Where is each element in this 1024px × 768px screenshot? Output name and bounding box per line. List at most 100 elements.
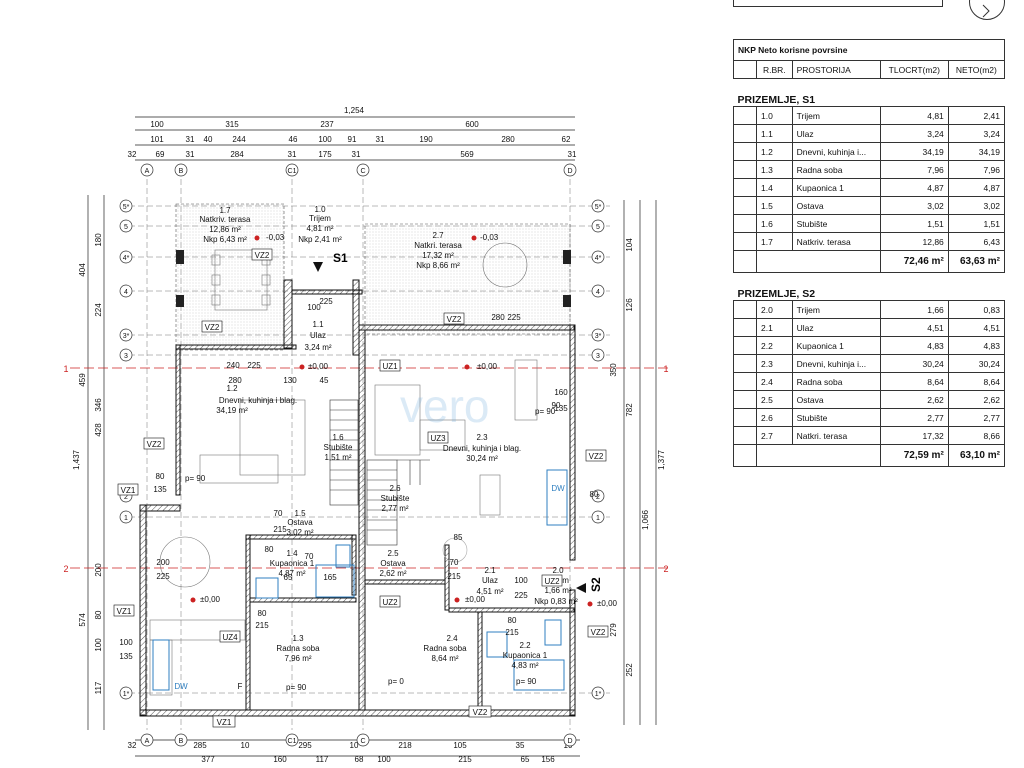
svg-text:B: B: [179, 168, 184, 175]
svg-text:1.3: 1.3: [292, 634, 304, 643]
svg-text:D: D: [567, 168, 572, 175]
total-tlocrt: 72,59 m²: [879, 444, 949, 467]
room-number: 1.3: [756, 160, 793, 179]
svg-text:68: 68: [355, 755, 364, 764]
svg-text:346: 346: [94, 398, 103, 412]
svg-text:C1: C1: [288, 738, 297, 745]
stairs: [329, 399, 430, 546]
svg-text:Nkp 2,41 m²: Nkp 2,41 m²: [298, 235, 342, 244]
tlocrt-area: 12,86: [879, 232, 949, 251]
svg-text:Dnevni, kuhinja i blag.: Dnevni, kuhinja i blag.: [219, 396, 297, 405]
svg-text:252: 252: [625, 663, 634, 677]
svg-text:225: 225: [156, 572, 170, 581]
axis-bubble-left-5: 5: [119, 219, 133, 233]
neto-area: 0,83: [947, 300, 1006, 319]
svg-text:3*: 3*: [595, 333, 602, 340]
tlocrt-area: 2,77: [879, 408, 949, 427]
cut-lines: [70, 367, 670, 569]
svg-text:VZ2: VZ2: [473, 708, 488, 717]
svg-text:117: 117: [94, 681, 103, 694]
svg-text:Kupaonica 1: Kupaonica 1: [270, 559, 315, 568]
svg-text:p= 90: p= 90: [516, 677, 537, 686]
svg-text:65: 65: [521, 755, 530, 764]
svg-text:±0,00: ±0,00: [200, 595, 221, 604]
axis-bubble-left-3: 3: [119, 348, 133, 362]
svg-text:1: 1: [124, 515, 128, 522]
tlocrt-area: 4,81: [879, 106, 949, 125]
tlocrt-area: 8,64: [879, 372, 949, 391]
neto-area: 6,43: [947, 232, 1006, 251]
room-number: 2.5: [756, 390, 793, 409]
axis-bubble-right-3: 3: [591, 348, 605, 362]
tag-uz2-b: UZ2: [541, 574, 563, 587]
svg-text:165: 165: [323, 573, 337, 582]
tag-vz2-e: VZ2: [585, 449, 607, 462]
svg-text:215: 215: [447, 572, 461, 581]
table-header-row: R.BR. PROSTORIJA TLOCRT(m2) NETO(m2): [733, 60, 1006, 79]
svg-text:160: 160: [273, 755, 287, 764]
north-arrow-icon: [969, 0, 1005, 20]
svg-text:1: 1: [63, 364, 68, 374]
row-spacer: [733, 444, 757, 467]
svg-text:1.1: 1.1: [312, 320, 324, 329]
svg-text:-0,03: -0,03: [480, 233, 499, 242]
svg-text:2.2: 2.2: [519, 641, 531, 650]
svg-text:4,87 m²: 4,87 m²: [278, 569, 305, 578]
axis-bubble-right-5: 5: [591, 219, 605, 233]
room-number: 2.0: [756, 300, 793, 319]
svg-text:7,96 m²: 7,96 m²: [284, 654, 311, 663]
svg-text:2.3: 2.3: [476, 433, 488, 442]
row-spacer: [733, 142, 757, 161]
svg-text:Kupaonica 1: Kupaonica 1: [503, 651, 548, 660]
svg-text:2: 2: [596, 494, 600, 501]
bath-fixtures: [152, 469, 568, 691]
svg-text:1.5: 1.5: [294, 509, 306, 518]
axis-bubble-right-5s: 5*: [591, 199, 605, 213]
svg-text:280: 280: [501, 135, 515, 144]
svg-text:80: 80: [265, 545, 274, 554]
svg-text:135: 135: [153, 485, 167, 494]
axis-bubble-left-1s: 1*: [119, 686, 133, 700]
svg-text:Ulaz: Ulaz: [482, 576, 498, 585]
tlocrt-area: 3,02: [879, 196, 949, 215]
axis-bubble-right-1s: 1*: [591, 686, 605, 700]
tag-vz2-g: VZ2: [468, 705, 492, 718]
svg-text:237: 237: [320, 120, 334, 129]
svg-text:80: 80: [258, 609, 267, 618]
row-spacer: [733, 106, 757, 125]
svg-text:35: 35: [516, 741, 525, 750]
tag-vz2-d: VZ2: [143, 437, 165, 450]
tlocrt-area: 34,19: [879, 142, 949, 161]
svg-text:100: 100: [318, 135, 332, 144]
svg-text:100: 100: [119, 638, 133, 647]
tag-vz2-c: VZ2: [443, 312, 465, 325]
svg-text:100: 100: [94, 638, 103, 652]
svg-text:Radna soba: Radna soba: [423, 644, 467, 653]
svg-text:±0,00: ±0,00: [597, 599, 618, 608]
section-title: PRIZEMLJE, S2: [733, 272, 1005, 301]
svg-text:225: 225: [507, 313, 521, 322]
axis-bubble-bottom-c: C: [356, 733, 370, 747]
room-number: 1.0: [756, 106, 793, 125]
side-dimension-texts: 1,437 574 459 404 180 224 428 346 200 10…: [72, 233, 666, 695]
svg-text:85: 85: [454, 533, 463, 542]
tag-vz2-a: VZ2: [251, 248, 273, 261]
svg-text:8,64 m²: 8,64 m²: [431, 654, 458, 663]
svg-text:350: 350: [609, 363, 618, 377]
svg-text:80: 80: [156, 472, 165, 481]
svg-text:4*: 4*: [595, 255, 602, 262]
svg-text:p= 0: p= 0: [388, 677, 404, 686]
tag-uz1: UZ1: [379, 359, 401, 372]
